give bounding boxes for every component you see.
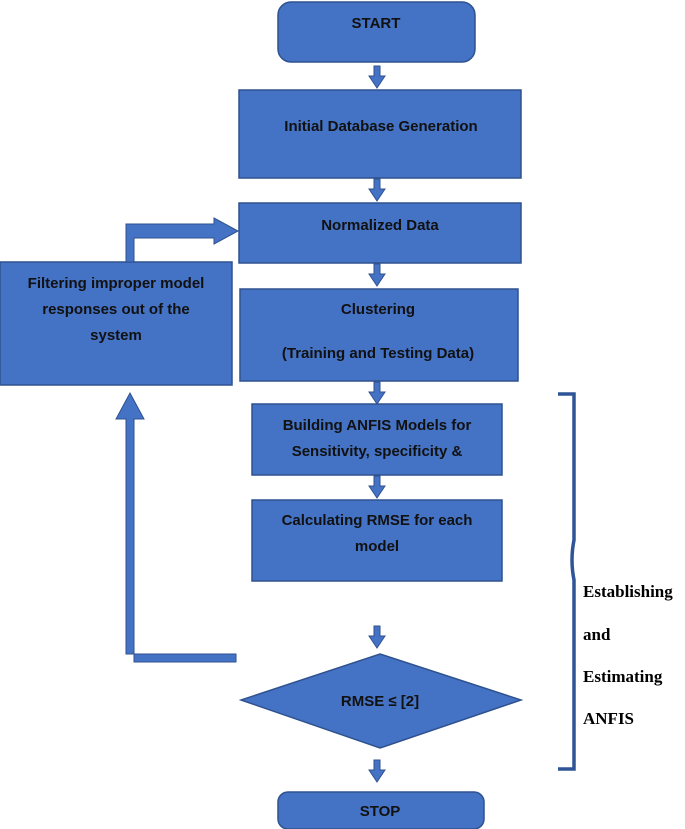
stop-label: STOP <box>360 803 401 820</box>
rmse-calc-label-2: model <box>355 538 399 555</box>
anfis-models-label-1: Building ANFIS Models for <box>283 417 472 434</box>
bracket-label-1: Establishing <box>583 582 673 601</box>
initial-database-label: Initial Database Generation <box>284 118 477 135</box>
filter-label-1: Filtering improper model <box>28 275 205 292</box>
anfis-bracket <box>558 392 576 771</box>
bracket-label-4: ANFIS <box>583 709 634 728</box>
anfis-models-node <box>251 403 503 476</box>
clustering-node <box>239 288 519 382</box>
feedback-arrow-to-filter <box>115 391 237 663</box>
normalized-data-node <box>238 202 522 264</box>
rmse-calc-label-1: Calculating RMSE for each <box>282 512 473 529</box>
initial-database-node <box>238 89 522 179</box>
clustering-label-2: (Training and Testing Data) <box>282 345 474 362</box>
stop-node <box>277 791 485 829</box>
arrow-decision-to-stop <box>368 759 386 783</box>
bracket-label-2: and <box>583 625 611 644</box>
anfis-models-label-2: Sensitivity, specificity & <box>292 443 463 460</box>
clustering-label-1: Clustering <box>341 301 415 318</box>
start-label: START <box>352 15 401 32</box>
filter-label-3: system <box>90 327 142 344</box>
decision-diamond <box>238 653 524 749</box>
bracket-label-3: Estimating <box>583 667 663 686</box>
arrow-normalized-to-clustering <box>368 263 386 287</box>
filter-node <box>0 261 233 386</box>
rmse-calc-node <box>251 499 503 582</box>
arrow-initial-to-normalized <box>368 178 386 202</box>
start-node <box>277 1 476 63</box>
feedback-arrow-to-normalized <box>125 217 240 263</box>
arrow-start-to-initial <box>368 65 386 89</box>
arrow-rmse-to-decision <box>368 625 386 649</box>
arrow-anfis-to-rmse <box>368 475 386 499</box>
normalized-data-label: Normalized Data <box>321 217 439 234</box>
decision-label: RMSE ≤ [2] <box>341 693 419 710</box>
arrow-clustering-to-anfis <box>368 381 386 405</box>
filter-label-2: responses out of the <box>42 301 190 318</box>
